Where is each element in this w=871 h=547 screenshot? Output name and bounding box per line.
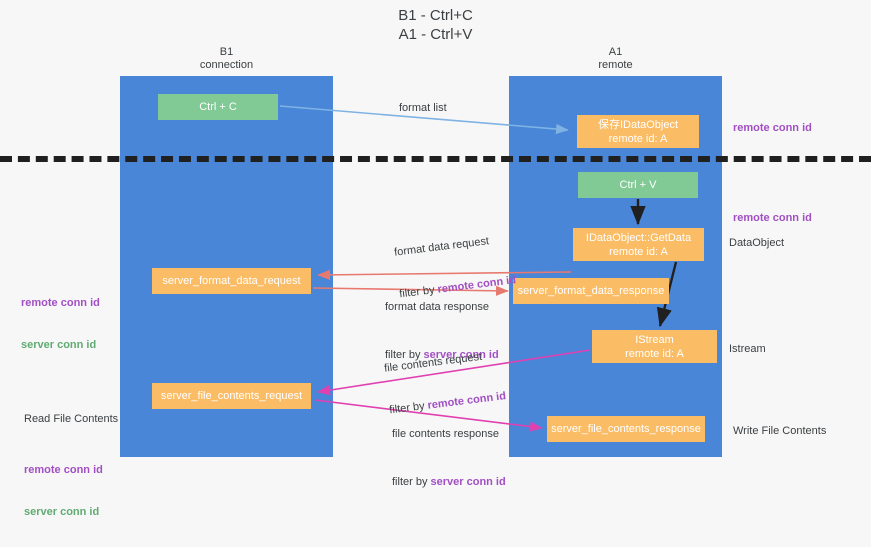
edge-label-line-1: format data request [393, 235, 490, 259]
node-idataobject-getdata[interactable]: IDataObject::GetData remote id: A [573, 228, 704, 261]
diagram-canvas: B1 - Ctrl+C A1 - Ctrl+V B1 connection A1… [0, 7, 871, 518]
node-server-format-data-request[interactable]: server_format_data_request [152, 268, 311, 294]
filter-prefix: filter by [392, 476, 431, 488]
edge-label-line-2: filter by server conn id [385, 348, 499, 362]
filter-prefix: filter by [385, 349, 424, 361]
annotation-istream: Istream [729, 343, 766, 355]
node-server-file-contents-request[interactable]: server_file_contents_request [152, 383, 311, 409]
phase-divider [0, 156, 871, 162]
node-ctrl-v[interactable]: Ctrl + V [578, 172, 698, 198]
node-istream[interactable]: IStream remote id: A [592, 330, 717, 363]
node-server-file-contents-response[interactable]: server_file_contents_response [547, 416, 705, 442]
annotation-read-file-contents: Read File Contents [24, 413, 119, 425]
annotation-dataobject: DataObject [729, 237, 785, 249]
annotation-server-conn-id-2: server conn id [24, 506, 100, 518]
annotation-server-conn-id: server conn id [21, 339, 97, 351]
annotation-remote-conn-id-2: remote conn id [24, 464, 103, 476]
edge-label-file-contents-response: file contents response filter by server … [392, 399, 506, 517]
annotation-remote-conn-id: remote conn id [21, 297, 100, 309]
edge-label-format-data-response: format data response filter by server co… [385, 272, 499, 390]
node-ctrl-c[interactable]: Ctrl + C [158, 94, 278, 120]
edge-label-line-2: filter by server conn id [392, 475, 506, 489]
edge-label-format-list: format list [399, 102, 447, 114]
annotation-remote-conn-id-mid: remote conn id [733, 212, 812, 224]
filter-key: server conn id [423, 349, 499, 361]
annotation-remote-conn-id-top: remote conn id [733, 122, 812, 134]
node-idataobject[interactable]: 保存IDataObject remote id: A [577, 115, 699, 148]
filter-key: server conn id [430, 476, 506, 488]
annotation-left-conn-ids-bottom: Read File Contents remote conn id server… [24, 384, 118, 547]
annotation-write-file-contents: Write File Contents [733, 425, 827, 437]
column-header-a1: A1 remote [598, 46, 633, 71]
edge-label-line-1: file contents request [383, 350, 483, 375]
edge-label-line-1: format data response [385, 301, 489, 313]
edge-label-line-1: file contents response [392, 428, 500, 440]
page-title: B1 - Ctrl+C A1 - Ctrl+V [398, 7, 473, 43]
annotation-left-conn-ids-top: remote conn id server conn id [21, 268, 100, 380]
node-server-format-data-response[interactable]: server_format_data_response [513, 278, 669, 304]
column-header-b1: B1 connection [199, 46, 254, 71]
